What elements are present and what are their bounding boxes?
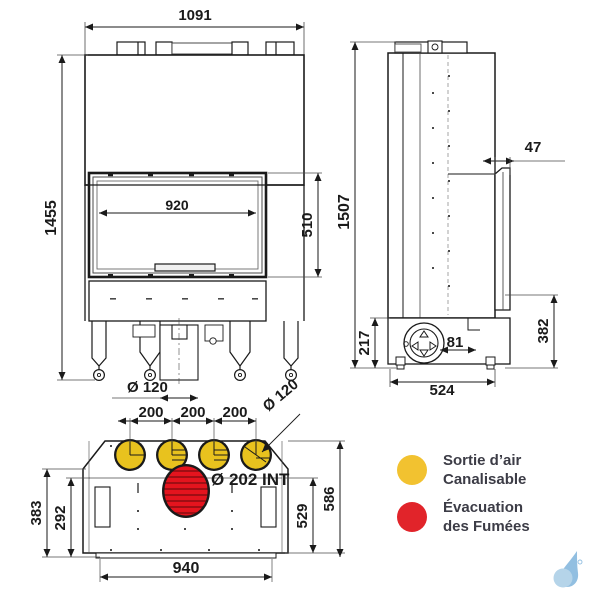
front-glass-assembly: 920	[87, 171, 268, 279]
red-circle-marker	[397, 502, 427, 532]
water-drop-flame-logo	[553, 551, 583, 588]
dim-overall-width: 1091	[84, 7, 305, 55]
legend: Sortie d’air Canalisable Évacuation des …	[397, 452, 530, 535]
dim-text-510: 510	[299, 212, 316, 237]
dim-text-200-c: 200	[222, 404, 247, 421]
dim-text-1091: 1091	[178, 7, 211, 24]
dim-glass-height: 510	[268, 172, 322, 278]
front-top-connectors	[116, 41, 295, 56]
legend-smoke-line1: Évacuation	[443, 499, 523, 516]
dim-overall-height-side: 1507	[336, 41, 396, 369]
front-view: 1091 920	[43, 7, 322, 402]
dim-text-524: 524	[429, 382, 455, 399]
air-outlet-3	[198, 439, 230, 471]
yellow-circle-marker	[397, 455, 427, 485]
dim-plan-depths-right: 529 586	[285, 440, 345, 557]
dim-text-382: 382	[535, 318, 552, 343]
dim-bottom-width: 940	[99, 559, 273, 582]
air-outlet-1	[114, 439, 146, 471]
legend-smoke-line2: des Fumées	[443, 518, 530, 535]
smoke-outlet	[162, 464, 210, 518]
legend-item-smoke-evacuation: Évacuation des Fumées	[397, 499, 530, 535]
legend-air-line2: Canalisable	[443, 471, 526, 488]
side-door-panel	[448, 167, 511, 311]
side-view: 1507 47 217 81	[336, 40, 565, 399]
plan-view: 200 200 200 Ø 120 Ø 202 INT 383	[28, 376, 345, 582]
dim-text-529: 529	[294, 503, 311, 528]
dim-leg-height: 382	[505, 294, 558, 369]
dim-base-height: 217	[356, 317, 390, 368]
dim-plan-depths-left: 383 292	[28, 468, 100, 558]
dim-outlet-spacing: 200 200 200	[118, 404, 257, 442]
dim-text-200-b: 200	[180, 404, 205, 421]
dim-text-1455: 1455	[43, 200, 60, 236]
dim-text-383: 383	[28, 500, 45, 525]
dim-text-81: 81	[447, 334, 464, 351]
label-smoke-diameter: Ø 202 INT	[211, 470, 290, 489]
front-legs-and-casters	[91, 318, 299, 384]
dim-flue-diameter-front: Ø 120	[112, 379, 198, 402]
dim-text-1507: 1507	[336, 194, 353, 230]
legend-air-line1: Sortie d’air	[443, 452, 522, 469]
dim-text-940: 940	[173, 560, 200, 577]
dim-lower-depth: 81	[440, 334, 476, 354]
dim-text-dia120-front: Ø 120	[127, 379, 168, 396]
legend-item-air-outlet: Sortie d’air Canalisable	[397, 452, 526, 488]
dim-text-dia202-int: Ø 202 INT	[211, 470, 290, 489]
dim-text-217: 217	[356, 330, 373, 355]
dim-depth: 524	[389, 369, 496, 399]
side-body	[387, 52, 496, 319]
dim-door-offset: 47	[483, 139, 565, 175]
dim-text-200-a: 200	[138, 404, 163, 421]
dim-text-920: 920	[165, 197, 189, 213]
air-outlet-2	[156, 439, 188, 471]
dim-text-292: 292	[52, 505, 69, 530]
dim-text-47: 47	[525, 139, 542, 156]
dim-overall-height-front: 1455	[43, 54, 95, 381]
front-lower-skirt	[88, 280, 267, 322]
air-outlet-4	[240, 439, 272, 471]
front-body-upper	[84, 54, 305, 186]
dim-text-586-value: 586	[321, 486, 338, 511]
